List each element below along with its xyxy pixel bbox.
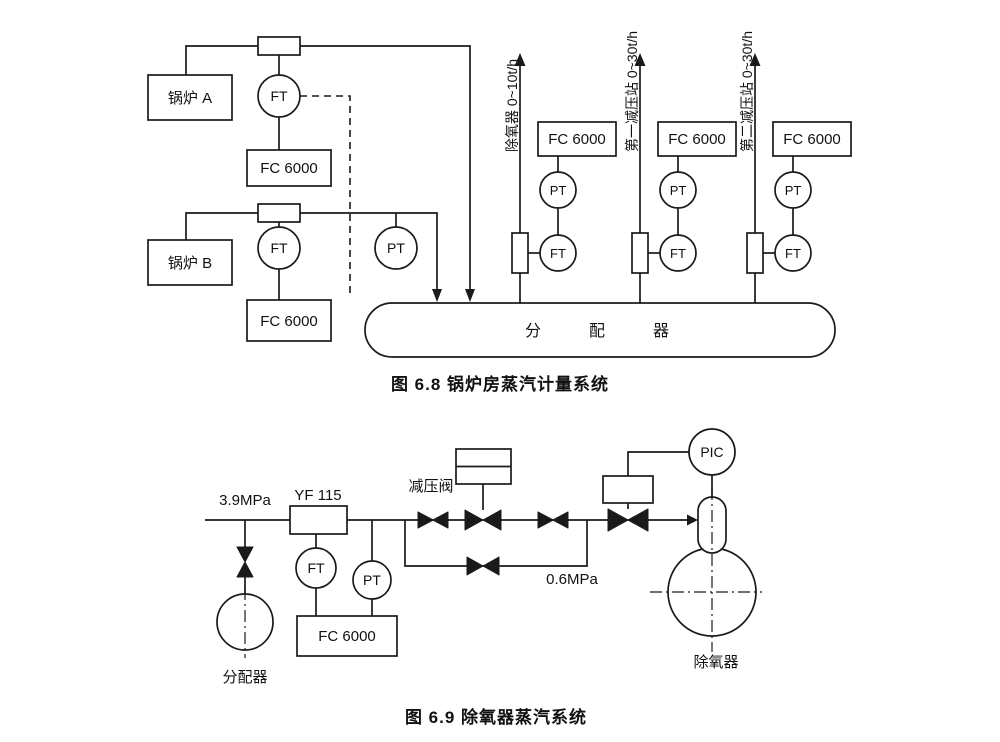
pipe-boiler-b-feed (300, 212, 438, 291)
branch-pipe-label: 第一减压站 0~30t/h (624, 31, 640, 152)
orifice-plate (631, 232, 649, 274)
figure-6-8-caption: 图 6.8 锅炉房蒸汽计量系统 (391, 374, 609, 394)
pt-label: PT (785, 183, 802, 198)
fc6000-b-box (246, 299, 332, 342)
control-valve-actuator (602, 475, 654, 504)
arrow-up-icon (634, 53, 646, 66)
pt-b-label: PT (387, 240, 405, 256)
pt-label: PT (363, 572, 381, 588)
pipe-boiler-a-outlet (185, 45, 258, 75)
arrow-up-icon (749, 53, 761, 66)
valve-icon (236, 546, 254, 578)
distributor-label: 分配器 (222, 669, 267, 686)
arrow-down-icon (432, 289, 442, 302)
pt-label: PT (670, 183, 687, 198)
flow-element-label: YF 115 (294, 487, 341, 504)
reducing-valve-label: 减压阀 (408, 478, 453, 495)
ft-a-label: FT (270, 88, 288, 104)
link-actuator-pic (627, 451, 689, 476)
fc6000-label: FC 6000 (783, 131, 841, 148)
signal-dashed-line (300, 95, 351, 298)
distributor-label: 分 配 器 (525, 322, 669, 340)
arrow-down-icon (465, 289, 475, 302)
pt-b-circle (374, 226, 418, 270)
boiler-a-box (147, 74, 233, 121)
pt-label: PT (550, 183, 567, 198)
deaerator-label: 除氧器 (693, 654, 738, 671)
fc6000-a-box (246, 149, 332, 187)
orifice-plate-a (257, 36, 301, 56)
boiler-a-label: 锅炉 A (168, 90, 212, 107)
valve-icon (417, 511, 449, 529)
boiler-b-box (147, 239, 233, 286)
ft-label: FT (307, 560, 325, 576)
fc6000-box (657, 121, 737, 157)
branch-pipe-label: 第二减压站 0~30t/h (739, 31, 755, 152)
arrow-up-icon (514, 53, 526, 66)
ft-label: FT (550, 246, 566, 261)
branch-pipe-label: 除氧器 0~10t/h (504, 59, 520, 152)
control-valve-icon (607, 508, 649, 532)
orifice-plate (511, 232, 529, 274)
orifice-plate (746, 232, 764, 274)
figure-deaerator-steam-system: 分配器 3.9MPa YF 115 FT PT FC 6000 减压阀 0.6M… (205, 428, 762, 727)
bypass-valve-icon (466, 556, 500, 576)
ft-b-circle (257, 226, 301, 270)
fc6000-box (537, 121, 617, 157)
pipe-boiler-b-outlet (185, 212, 258, 240)
ft-label: FT (670, 246, 686, 261)
branch-deaerator: 除氧器 0~10t/h FT PT FC 6000 (504, 53, 617, 303)
figure-boiler-house-steam-metering: 锅炉 A FT FC 6000 锅炉 B FT FC 6000 PT 分 配 器… (147, 31, 852, 394)
fc6000-box (296, 615, 398, 657)
fc6000-label: FC 6000 (318, 628, 376, 645)
pic-label: PIC (700, 444, 723, 460)
fc6000-b-label: FC 6000 (260, 313, 318, 330)
orifice-plate-b (257, 203, 301, 223)
fc6000-box (772, 121, 852, 157)
ft-label: FT (785, 246, 801, 261)
fc6000-label: FC 6000 (548, 131, 606, 148)
distributor-header (364, 302, 836, 358)
arrow-right-icon (687, 514, 698, 526)
figure-6-9-caption: 图 6.9 除氧器蒸汽系统 (405, 707, 587, 727)
reducing-valve-icon (464, 509, 502, 531)
inlet-pressure-label: 3.9MPa (219, 492, 271, 509)
flow-element-box (289, 505, 348, 535)
fc6000-label: FC 6000 (668, 131, 726, 148)
branch-reducing-station-1: 第一减压站 0~30t/h FT PT FC 6000 (624, 31, 737, 303)
branch-reducing-station-2: 第二减压站 0~30t/h FT PT FC 6000 (739, 31, 852, 303)
outlet-pressure-label: 0.6MPa (546, 571, 598, 588)
pipe-boiler-a-feed (300, 45, 471, 291)
boiler-b-label: 锅炉 B (168, 255, 212, 272)
ft-b-label: FT (270, 240, 288, 256)
ft-a-circle (257, 74, 301, 118)
fc6000-a-label: FC 6000 (260, 160, 318, 177)
valve-icon (537, 511, 569, 529)
